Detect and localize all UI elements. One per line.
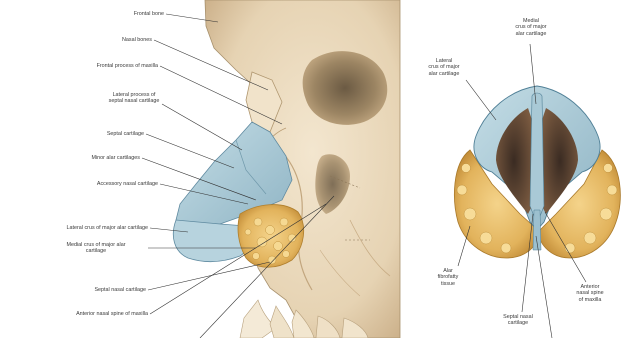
label-lateral-process-septal: Lateral process of septal nasal cartilag… — [106, 92, 162, 105]
label-inferior-alar-fibrofatty: Alar fibrofatty tissue — [428, 268, 468, 287]
label-septal-cartilage: Septal cartilage — [70, 131, 144, 137]
label-frontal-process-maxilla: Frontal process of maxilla — [58, 63, 158, 69]
label-nasal-bones: Nasal bones — [72, 37, 152, 43]
label-inferior-anterior-nasal-spine: Anterior nasal spine of maxilla — [566, 284, 614, 303]
label-inferior-medial-crus: Medial crus of major alar cartilage — [504, 18, 558, 37]
label-lateral-crus: Lateral crus of major alar cartilage — [16, 225, 148, 231]
label-minor-alar-cartilages: Minor alar cartilages — [60, 155, 140, 161]
label-inferior-septal-nasal-cartilage: Septal nasal cartilage — [494, 314, 542, 327]
orbit-socket — [303, 51, 388, 125]
label-anterior-nasal-spine: Anterior nasal spine of maxilla — [40, 311, 148, 317]
inferior-view — [454, 86, 620, 258]
label-medial-crus: Medial crus of major alar cartilage — [46, 242, 146, 255]
label-frontal-bone: Frontal bone — [84, 11, 164, 17]
label-accessory-nasal-cartilage: Accessory nasal cartilage — [58, 181, 158, 187]
label-septal-nasal-cartilage: Septal nasal cartilage — [54, 287, 146, 293]
label-inferior-lateral-crus: Lateral crus of major alar cartilage — [418, 58, 470, 77]
columella — [530, 93, 544, 224]
